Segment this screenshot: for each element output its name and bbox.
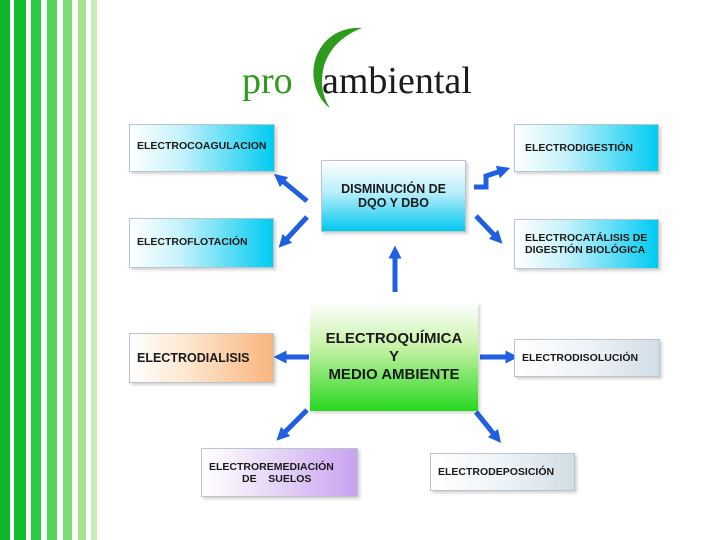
box-electrodisolucion-label: ELECTRODISOLUCIÓN: [522, 352, 639, 364]
arrow-up-left-icon: [273, 173, 309, 203]
logo-pro-text: pro: [242, 60, 293, 102]
box-electrodialisis-label: ELECTRODIALISIS: [137, 351, 250, 365]
arrow-down-left-icon: [276, 408, 309, 441]
box-disminucion-line1: DISMINUCIÓN DE: [341, 182, 446, 196]
arrow-down-left-2-icon: [278, 215, 309, 248]
arrow-down-right-icon: [474, 410, 502, 444]
box-electroquimica-medio-ambiente: ELECTROQUÍMICA Y MEDIO AMBIENTE: [310, 303, 478, 411]
box-electrodigestion-label: ELECTRODIGESTIÓN: [525, 142, 633, 154]
box-electroremediacion-line1: ELECTROREMEDIACIÓN: [209, 460, 334, 473]
box-disminucion-line2: DQO Y DBO: [357, 196, 430, 210]
proambiental-logo: pro ambiental: [240, 22, 520, 112]
box-electroflotacion: ELECTROFLOTACIÓN: [129, 218, 274, 268]
box-electroflotacion-label: ELECTROFLOTACIÓN: [137, 236, 248, 248]
box-electrocatalisis-line2: DIGESTIÓN BIOLÓGICA: [525, 244, 646, 256]
box-electrocatalisis: ELECTROCATÁLISIS DE DIGESTIÓN BIOLÓGICA: [514, 219, 659, 269]
logo-ambiental-text: ambiental: [322, 60, 472, 102]
box-electrocatalisis-line1: ELECTROCATÁLISIS DE: [525, 232, 648, 244]
box-electrodigestion: ELECTRODIGESTIÓN: [514, 124, 659, 172]
arrow-bent-right-icon: [474, 165, 511, 190]
box-electrodeposicion: ELECTRODEPOSICIÓN: [430, 453, 575, 491]
box-electrodisolucion: ELECTRODISOLUCIÓN: [514, 339, 660, 377]
box-electrocoagulacion: ELECTROCOAGULACION: [129, 124, 275, 172]
decorative-stripes: [0, 0, 100, 540]
box-electroremediacion-line2: DE SUELOS: [242, 472, 312, 485]
box-electrodialisis: ELECTRODIALISIS: [129, 333, 274, 383]
arrow-down-right-2-icon: [474, 214, 503, 244]
box-electrocoagulacion-label: ELECTROCOAGULACION: [137, 140, 267, 152]
box-central-line2: Y: [388, 348, 399, 365]
box-electroremediacion: ELECTROREMEDIACIÓN DE SUELOS: [201, 448, 358, 497]
box-disminucion-dqo-dbo: DISMINUCIÓN DE DQO Y DBO: [321, 160, 466, 232]
box-central-line1: ELECTROQUÍMICA: [325, 330, 463, 347]
box-electrodeposicion-label: ELECTRODEPOSICIÓN: [438, 466, 555, 478]
box-central-line3: MEDIO AMBIENTE: [328, 366, 460, 383]
logo-arc-icon: [313, 27, 362, 109]
